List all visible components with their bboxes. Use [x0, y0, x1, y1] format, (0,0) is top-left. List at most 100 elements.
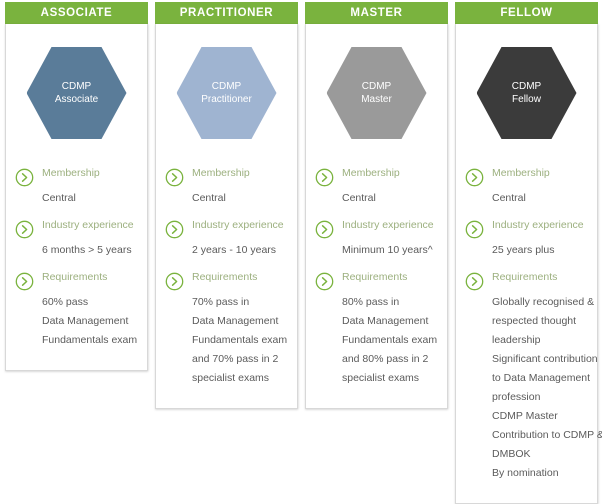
- attribute-row-text: Industry experience 2 years - 10 years: [192, 218, 291, 260]
- attribute-value-line: Central: [492, 192, 526, 204]
- attribute-value-line: Fundamentals exam: [42, 334, 138, 346]
- column-header-title: PRACTITIONER: [155, 2, 298, 24]
- attribute-label-requirements: Requirements: [342, 271, 408, 283]
- chevron-right-circle-icon: [465, 272, 484, 291]
- attribute-value-line: Data Management: [192, 315, 279, 327]
- attribute-value-line: 25 years plus: [492, 244, 555, 256]
- attribute-value-line: and 70% pass in 2: [192, 353, 279, 365]
- attribute-label-membership: Membership: [42, 167, 100, 179]
- attribute-value-line: Data Management: [342, 315, 429, 327]
- attribute-value-line: Contribution to CDMP &: [492, 429, 602, 441]
- attribute-value-line: specialist exams: [342, 372, 420, 384]
- hexagon-label: CDMP Associate: [55, 80, 98, 106]
- chevron-right-circle-icon: [15, 220, 34, 239]
- attribute-label-membership: Membership: [342, 167, 400, 179]
- attribute-value-line: specialist exams: [192, 372, 270, 384]
- attribute-value-line: Fundamentals exam: [342, 334, 438, 346]
- hexagon-badge: CDMP Master: [326, 47, 427, 139]
- attribute-label-membership: Membership: [192, 167, 250, 179]
- attribute-value-line: Central: [42, 192, 76, 204]
- chevron-right-circle-icon: [465, 168, 484, 187]
- attribute-value-line: profession: [492, 391, 541, 403]
- attribute-label-membership: Membership: [492, 167, 550, 179]
- hexagon-label-line2: Associate: [54, 94, 99, 105]
- hexagon-label-line2: Practitioner: [201, 94, 252, 105]
- hexagon-badge-wrap: CDMP Master: [306, 24, 447, 162]
- attribute-value-line: By nomination: [492, 467, 559, 479]
- attribute-value-line: DMBOK: [492, 448, 531, 460]
- attribute-value-line: 6 months > 5 years: [42, 244, 132, 256]
- chevron-right-circle-icon: [315, 272, 334, 291]
- chevron-right-circle-icon: [165, 272, 184, 291]
- attribute-value-line: to Data Management: [492, 372, 591, 384]
- attribute-row-text: Industry experience 6 months > 5 years: [42, 218, 141, 260]
- chevron-right-circle-icon: [465, 220, 484, 239]
- chevron-right-circle-icon: [15, 272, 34, 291]
- attribute-label-industry-experience: Industry experience: [192, 219, 284, 231]
- column-header-title: MASTER: [305, 2, 448, 24]
- attribute-value-line: Central: [342, 192, 376, 204]
- hexagon-badge-wrap: CDMP Associate: [6, 24, 147, 162]
- hexagon-label-line2: Fellow: [512, 94, 541, 105]
- attribute-value-line: 80% pass in: [342, 296, 400, 308]
- chevron-right-circle-icon: [165, 220, 184, 239]
- hexagon-label-line2: Master: [361, 94, 392, 105]
- attribute-value-line: Globally recognised &: [492, 296, 595, 308]
- hexagon-label-line1: CDMP: [61, 81, 92, 92]
- attribute-value-line: 2 years - 10 years: [192, 244, 277, 256]
- attribute-row-industry-experience: Industry experience 2 years - 10 years: [156, 218, 297, 260]
- chevron-right-circle-icon: [315, 168, 334, 187]
- attribute-value-line: Significant contribution: [492, 353, 598, 365]
- attribute-row-industry-experience: Industry experience 6 months > 5 years: [6, 218, 147, 260]
- hexagon-badge-wrap: CDMP Fellow: [456, 24, 597, 162]
- hexagon-label: CDMP Master: [361, 80, 392, 106]
- attribute-label-industry-experience: Industry experience: [42, 219, 134, 231]
- attribute-value-line: CDMP Master: [492, 410, 558, 422]
- attribute-label-industry-experience: Industry experience: [342, 219, 434, 231]
- hexagon-badge: CDMP Fellow: [476, 47, 577, 139]
- attribute-value-line: Central: [192, 192, 226, 204]
- chevron-right-circle-icon: [165, 168, 184, 187]
- attribute-value-line: 70% pass in: [192, 296, 250, 308]
- column-header-title: FELLOW: [455, 2, 598, 24]
- chevron-right-circle-icon: [15, 168, 34, 187]
- attribute-label-requirements: Requirements: [42, 271, 108, 283]
- hexagon-label: CDMP Fellow: [512, 80, 541, 106]
- attribute-value-line: leadership: [492, 334, 541, 346]
- column-header-title: ASSOCIATE: [5, 2, 148, 24]
- hexagon-label-line1: CDMP: [361, 81, 392, 92]
- hexagon-label-line1: CDMP: [511, 81, 542, 92]
- chevron-right-circle-icon: [315, 220, 334, 239]
